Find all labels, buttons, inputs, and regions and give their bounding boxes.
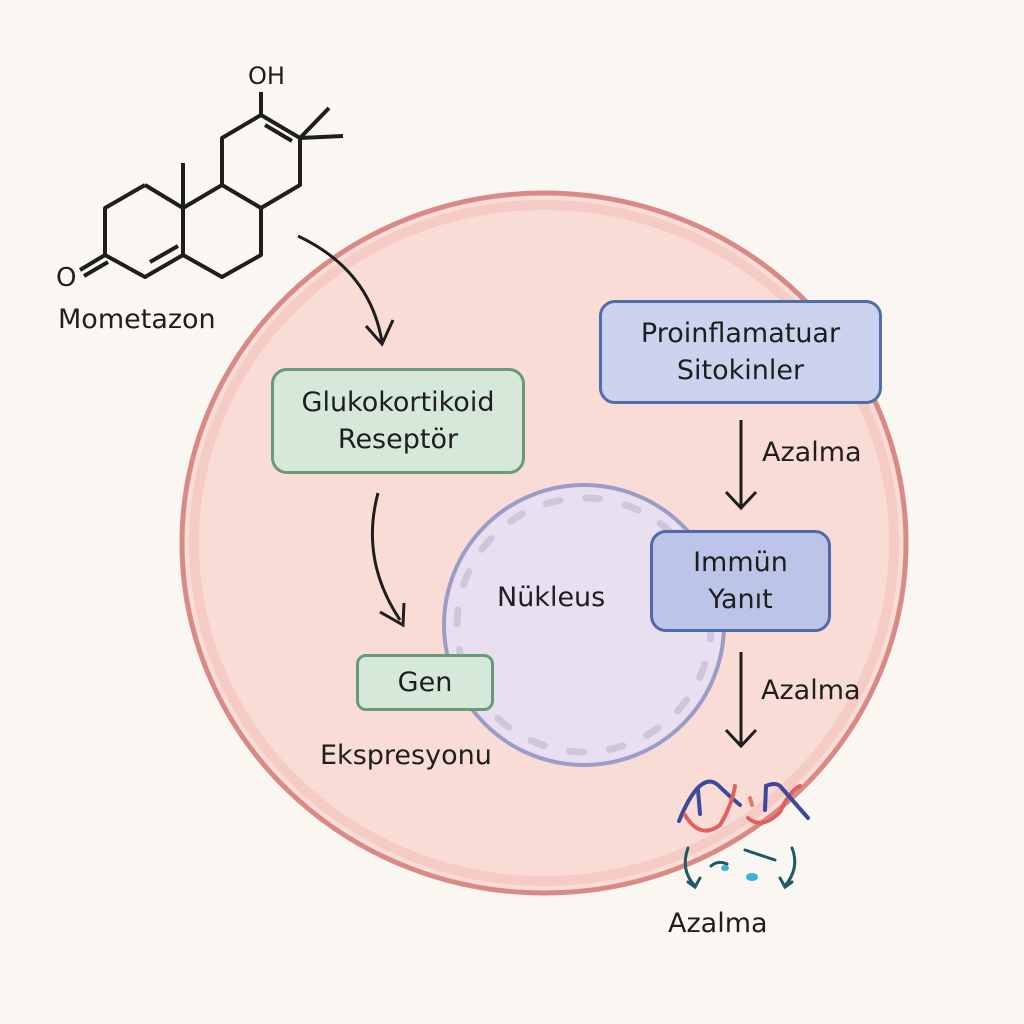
droplet-icon: [721, 865, 729, 871]
glucocorticoid-receptor-box: Glukokortikoid Reseptör: [271, 368, 525, 474]
dna-icon: [677, 779, 810, 833]
cell-membrane-inner: [189, 200, 899, 886]
cytokines-line-2: Sitokinler: [676, 355, 805, 386]
expression-label: Ekspresyonu: [320, 740, 492, 771]
degradation-icon: [683, 846, 797, 890]
gene-box: Gen: [356, 654, 494, 711]
drug-name-label: Mometazon: [58, 304, 216, 335]
ketone-label: O: [56, 263, 76, 293]
arrow-cytokines-to-immune: [724, 420, 758, 511]
arrow-drug-to-receptor: [297, 234, 395, 347]
decrease-label-3: Azalma: [668, 908, 768, 939]
receptor-line-1: Glukokortikoid: [301, 387, 495, 418]
arrow-receptor-to-gene: [370, 492, 406, 628]
droplet-icon: [746, 873, 758, 881]
nucleus-label: Nükleus: [497, 582, 606, 613]
decrease-label-1: Azalma: [762, 437, 862, 468]
mometazon-structure-icon: [78, 92, 344, 279]
hydroxyl-label: OH: [248, 62, 285, 90]
gene-label: Gen: [397, 667, 453, 698]
proinflammatory-cytokines-box: Proinflamatuar Sitokinler: [599, 300, 882, 404]
immune-response-box: Immün Yanıt: [650, 530, 831, 632]
arrow-immune-to-dna: [724, 652, 758, 749]
decrease-label-2: Azalma: [761, 675, 861, 706]
immune-line-2: Yanıt: [708, 584, 773, 615]
cytokines-line-1: Proinflamatuar: [640, 318, 841, 349]
receptor-line-2: Reseptör: [337, 424, 459, 455]
immune-line-1: Immün: [693, 547, 788, 578]
